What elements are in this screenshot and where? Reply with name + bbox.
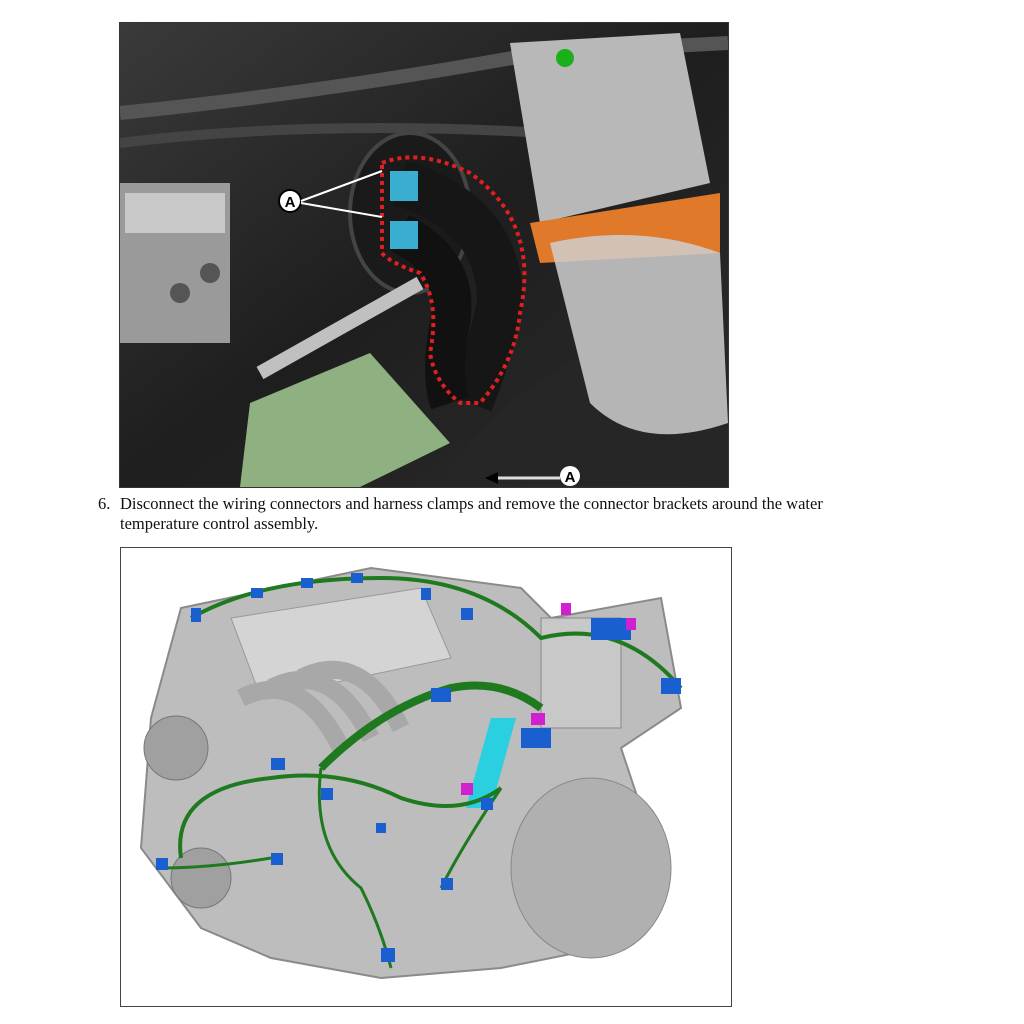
hose-photo-figure: A A: [119, 22, 729, 488]
svg-text:A: A: [565, 469, 576, 486]
engine-harness-figure: [120, 547, 732, 1007]
svg-text:A: A: [285, 194, 296, 211]
engine-harness-illustration: [121, 548, 731, 1006]
step-number: 6.: [98, 494, 111, 513]
step-text-line1: Disconnect the wiring connectors and har…: [120, 494, 823, 513]
hose-photo-illustration: A A: [120, 23, 728, 487]
instruction-step: 6. Disconnect the wiring connectors and h…: [98, 494, 958, 534]
step-text-line2: temperature control assembly.: [120, 514, 319, 533]
